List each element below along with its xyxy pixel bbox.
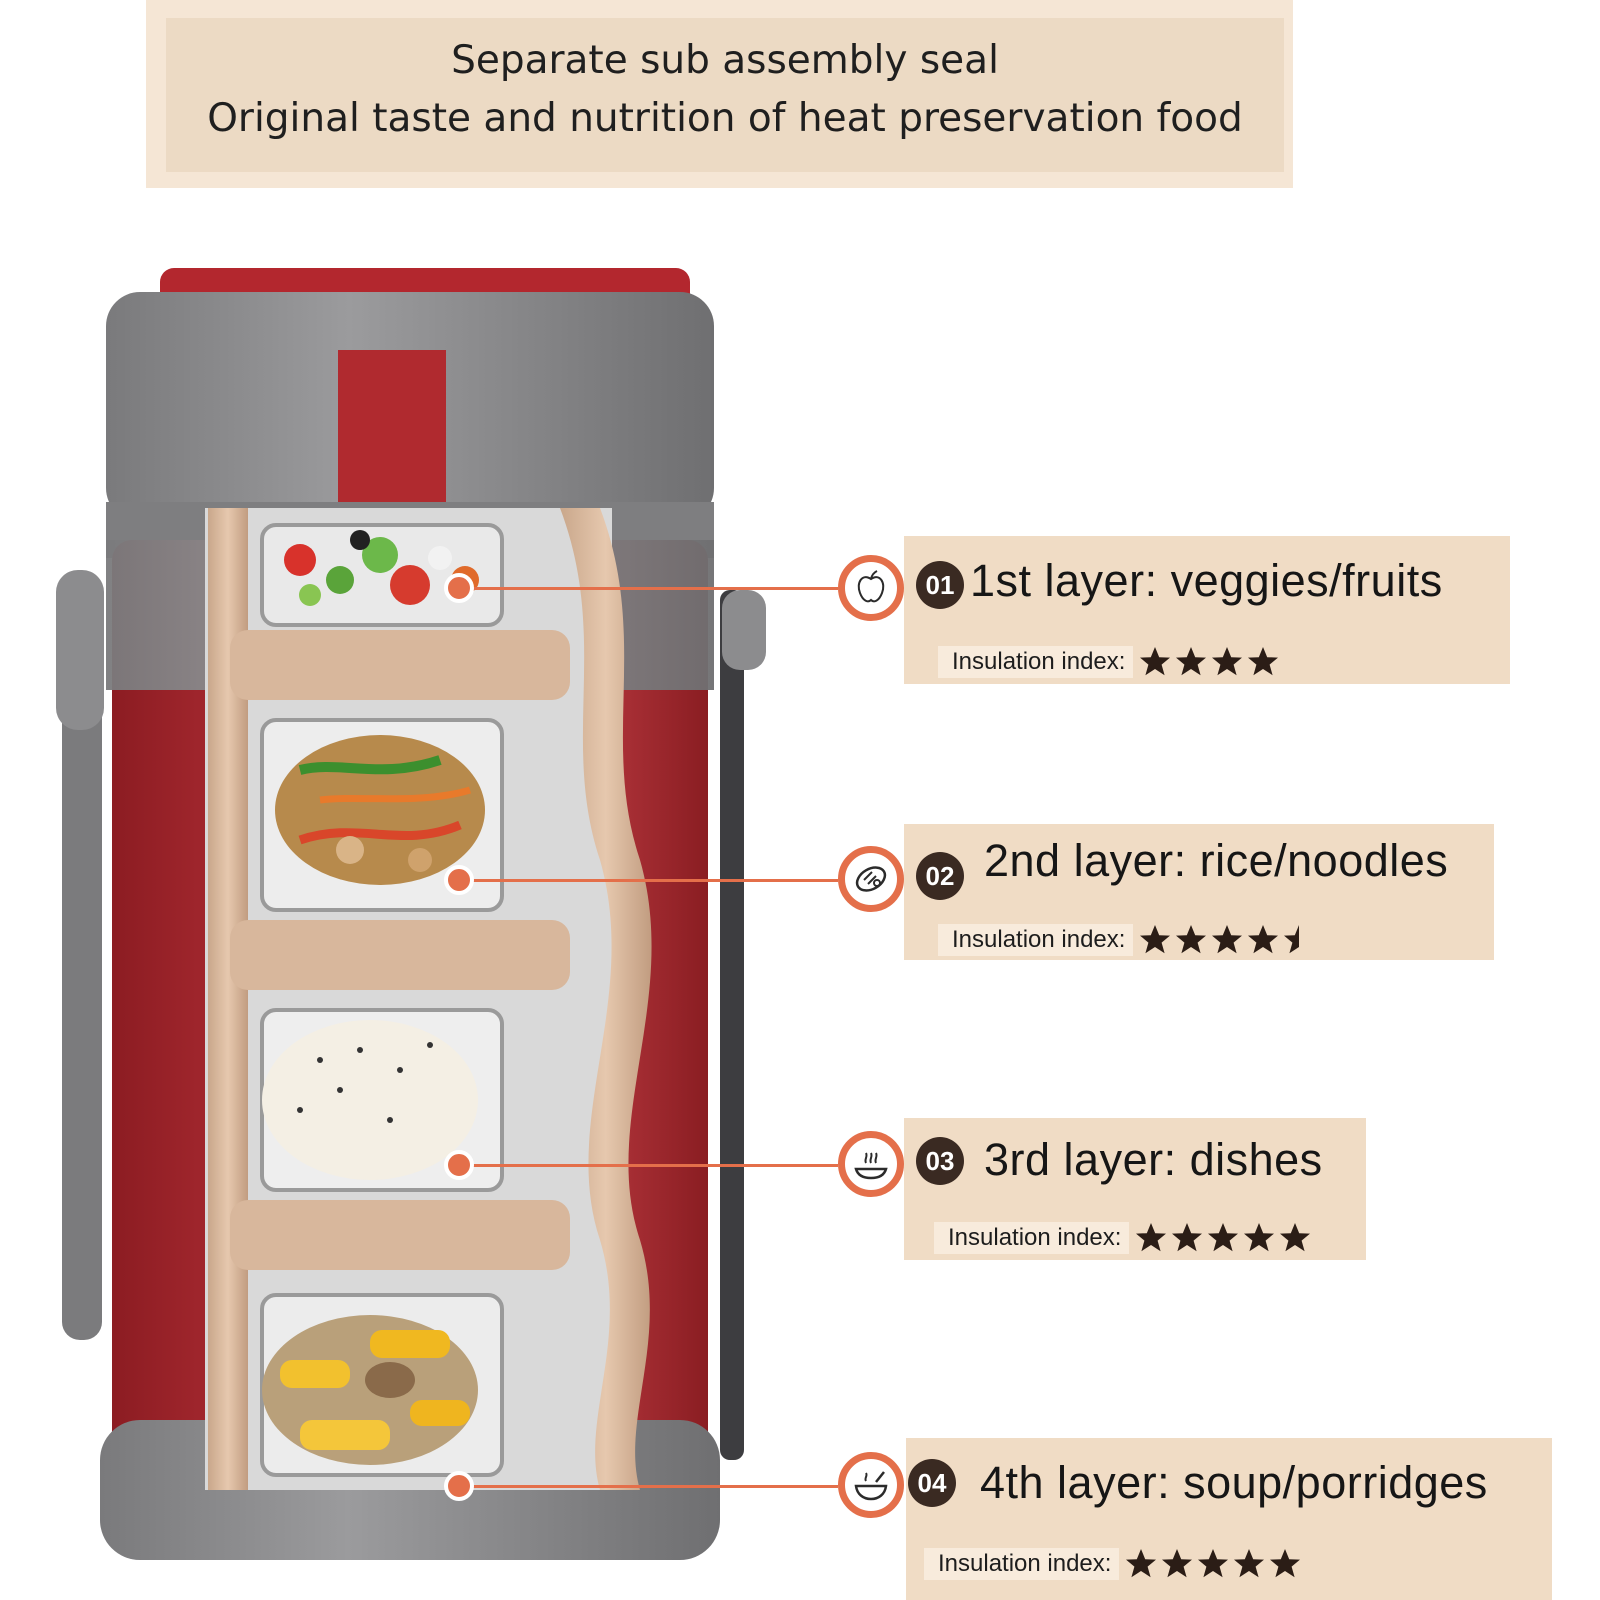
insulation-row: Insulation index: [924,1546,1303,1582]
layer-marker-dot [444,865,474,895]
star-icon [1140,647,1171,676]
leader-line [458,1485,838,1488]
insulation-label: Insulation index: [924,1548,1120,1580]
star-icon [1284,925,1300,954]
apple-icon [838,555,904,621]
layer-title: 1st layer: veggies/fruits [970,555,1443,606]
rating-stars [1137,644,1281,680]
star-icon [1140,925,1171,954]
star-icon [1248,925,1279,954]
layer-number-badge: 02 [916,852,964,900]
star-icon [1162,1549,1193,1578]
insulation-row: Insulation index: [938,644,1281,680]
header-banner: Separate sub assembly seal Original tast… [166,18,1284,172]
star-icon [1234,1549,1265,1578]
layer-number-badge: 01 [916,561,964,609]
layer-title: 2nd layer: rice/noodles [984,835,1449,886]
food-rice [262,1020,478,1180]
leader-line [458,1164,838,1167]
meat-icon [838,846,904,912]
insulation-label: Insulation index: [934,1222,1130,1254]
star-icon [1244,1223,1275,1252]
soup-bowl-icon [838,1452,904,1518]
star-icon [1208,1223,1239,1252]
star-icon [1198,1549,1229,1578]
star-icon [1270,1549,1301,1578]
insulation-row: Insulation index: [938,922,1317,958]
food-corn-soup [262,1315,478,1465]
layer-title: 4th layer: soup/porridges [980,1457,1488,1508]
banner-line-1: Separate sub assembly seal [451,38,999,83]
rating-stars [1133,1220,1313,1256]
insulation-row: Insulation index: [934,1220,1313,1256]
layer-marker-dot [444,573,474,603]
star-icon [1126,1549,1157,1578]
food-stir-fry [275,735,485,885]
insulation-label: Insulation index: [938,646,1134,678]
layer-number-badge: 04 [908,1459,956,1507]
layer-title: 3rd layer: dishes [984,1134,1323,1185]
star-icon [1212,925,1243,954]
banner-line-2: Original taste and nutrition of heat pre… [207,96,1243,141]
star-icon [1176,925,1207,954]
layer-marker-dot [444,1471,474,1501]
insulation-label: Insulation index: [938,924,1134,956]
layer-number-badge: 03 [916,1137,964,1185]
star-icon [1172,1223,1203,1252]
star-icon [1248,647,1279,676]
leader-line [458,879,838,882]
steaming-dish-icon [838,1131,904,1197]
strap-left [62,580,102,1340]
rating-stars [1137,922,1317,958]
food-container-illustration [56,268,766,1560]
rating-stars [1123,1546,1303,1582]
star-icon [1212,647,1243,676]
star-icon [1136,1223,1167,1252]
layer-marker-dot [444,1150,474,1180]
strap-right [720,590,744,1460]
star-icon [1280,1223,1311,1252]
leader-line [458,587,838,590]
star-icon [1176,647,1207,676]
